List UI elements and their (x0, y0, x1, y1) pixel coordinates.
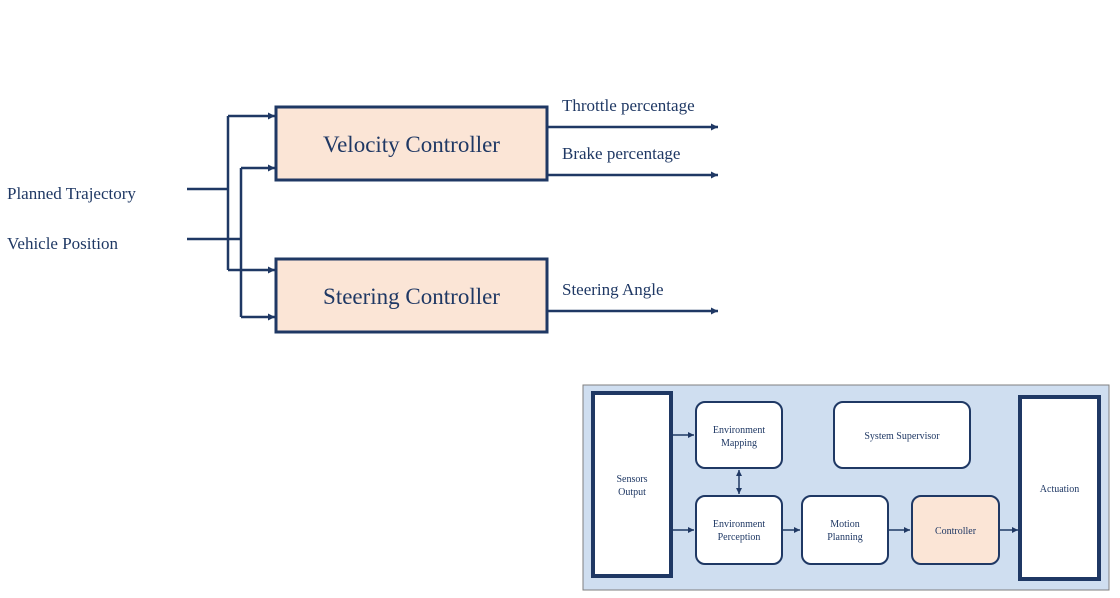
brake-label: Brake percentage (562, 144, 680, 163)
motion-planning-label-line1: Motion (830, 519, 859, 530)
environment-mapping-label-line2: Mapping (721, 438, 757, 449)
vehicle-position-label: Vehicle Position (7, 234, 118, 253)
input-arrows (228, 112, 275, 321)
planned-trajectory-label: Planned Trajectory (7, 184, 136, 203)
system-supervisor-label: System Supervisor (864, 431, 940, 442)
velocity-controller-box (274, 105, 549, 182)
steering-controller-label: Steering Controller (323, 284, 500, 309)
environment-mapping-box (695, 401, 783, 469)
steering-controller-box (274, 257, 549, 334)
sensors-output-label-line1: Sensors (616, 474, 647, 485)
actuation-box (1018, 395, 1101, 581)
steering-angle-label: Steering Angle (562, 280, 664, 299)
motion-planning-label-line2: Planning (827, 532, 863, 543)
environment-perception-box (695, 495, 783, 565)
input-lines (187, 116, 243, 317)
motion-planning-box (801, 495, 889, 565)
environment-mapping-label-line1: Environment (713, 425, 765, 436)
environment-perception-label-line1: Environment (713, 519, 765, 530)
controller-label: Controller (935, 526, 977, 537)
actuation-label: Actuation (1040, 484, 1079, 495)
velocity-controller-label: Velocity Controller (323, 132, 500, 157)
sensors-output-label-line2: Output (618, 487, 646, 498)
throttle-label: Throttle percentage (562, 96, 695, 115)
environment-perception-label-line2: Perception (718, 532, 761, 543)
output-arrows (547, 123, 718, 315)
system-supervisor-box (833, 401, 971, 469)
sensors-output-box (591, 391, 673, 578)
architecture-panel: Sensors Output Environment Mapping Envir… (582, 384, 1110, 591)
velocity-controller-block: Velocity Controller (274, 105, 549, 182)
steering-controller-block: Steering Controller (274, 257, 549, 334)
